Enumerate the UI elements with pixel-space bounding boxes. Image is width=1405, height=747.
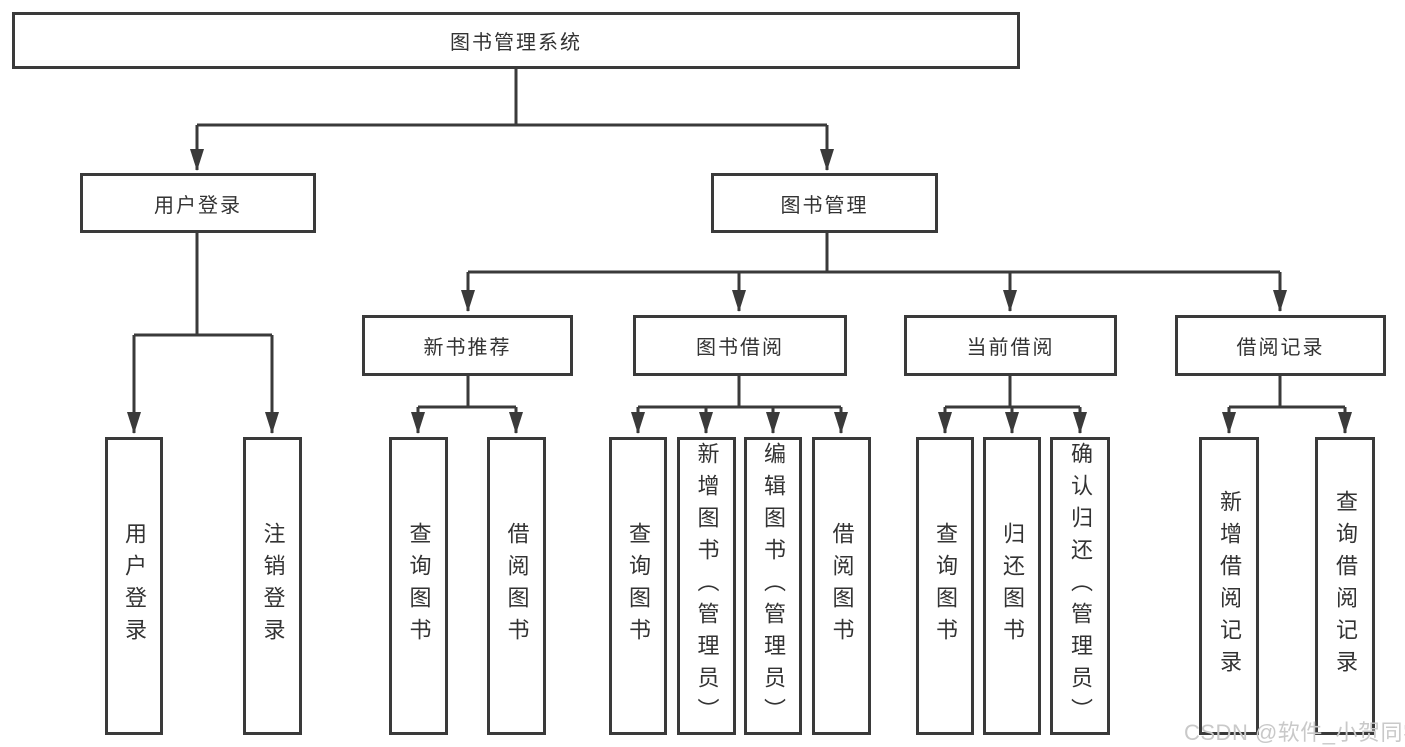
node-leaf-user-login: 用户登录 <box>105 437 163 735</box>
node-borrowing-borrow: 借阅图书 <box>812 437 871 735</box>
node-current-borrowing: 当前借阅 <box>904 315 1117 376</box>
node-book-borrowing-label: 图书借阅 <box>696 337 784 359</box>
node-new-book-recommend-label: 新书推荐 <box>423 337 512 359</box>
node-borrowing-edit-admin-label: 编辑图书（管理员） <box>761 442 786 730</box>
node-book-borrowing: 图书借阅 <box>633 315 847 376</box>
node-borrowing-query-label: 查询图书 <box>626 522 651 650</box>
node-user-login: 用户登录 <box>80 173 316 233</box>
node-current-return-label: 归还图书 <box>1000 522 1025 650</box>
csdn-watermark: CSDN @软件_小贺同学 <box>1184 720 1405 745</box>
node-newbook-borrow-label: 借阅图书 <box>504 522 530 650</box>
node-book-management-label: 图书管理 <box>780 194 869 217</box>
node-newbook-query-label: 查询图书 <box>406 522 432 650</box>
node-user-login-label: 用户登录 <box>154 194 242 217</box>
node-leaf-logout: 注销登录 <box>243 437 302 735</box>
node-leaf-logout-label: 注销登录 <box>260 522 286 650</box>
node-borrowing-add-admin-label: 新增图书（管理员） <box>694 442 720 730</box>
node-book-management: 图书管理 <box>711 173 938 233</box>
node-borrowing-records: 借阅记录 <box>1175 315 1386 376</box>
node-root: 图书管理系统 <box>12 12 1020 69</box>
node-current-confirm-admin: 确认归还（管理员） <box>1050 437 1110 735</box>
node-current-query-label: 查询图书 <box>933 522 958 650</box>
node-leaf-user-login-label: 用户登录 <box>122 522 147 650</box>
node-borrowing-borrow-label: 借阅图书 <box>829 522 855 650</box>
node-borrowing-records-label: 借阅记录 <box>1236 337 1325 359</box>
node-borrowing-add-admin: 新增图书（管理员） <box>677 437 736 735</box>
node-current-query: 查询图书 <box>916 437 974 735</box>
node-records-add: 新增借阅记录 <box>1199 437 1259 735</box>
node-root-label: 图书管理系统 <box>450 32 582 54</box>
node-new-book-recommend: 新书推荐 <box>362 315 573 376</box>
node-newbook-query: 查询图书 <box>389 437 448 735</box>
node-current-confirm-admin-label: 确认归还（管理员） <box>1068 442 1093 730</box>
node-current-return: 归还图书 <box>983 437 1041 735</box>
node-borrowing-query: 查询图书 <box>609 437 667 735</box>
node-records-query: 查询借阅记录 <box>1315 437 1375 735</box>
node-newbook-borrow: 借阅图书 <box>487 437 546 735</box>
node-current-borrowing-label: 当前借阅 <box>966 337 1055 359</box>
node-borrowing-edit-admin: 编辑图书（管理员） <box>744 437 802 735</box>
node-records-add-label: 新增借阅记录 <box>1217 490 1242 682</box>
node-records-query-label: 查询借阅记录 <box>1333 490 1358 682</box>
